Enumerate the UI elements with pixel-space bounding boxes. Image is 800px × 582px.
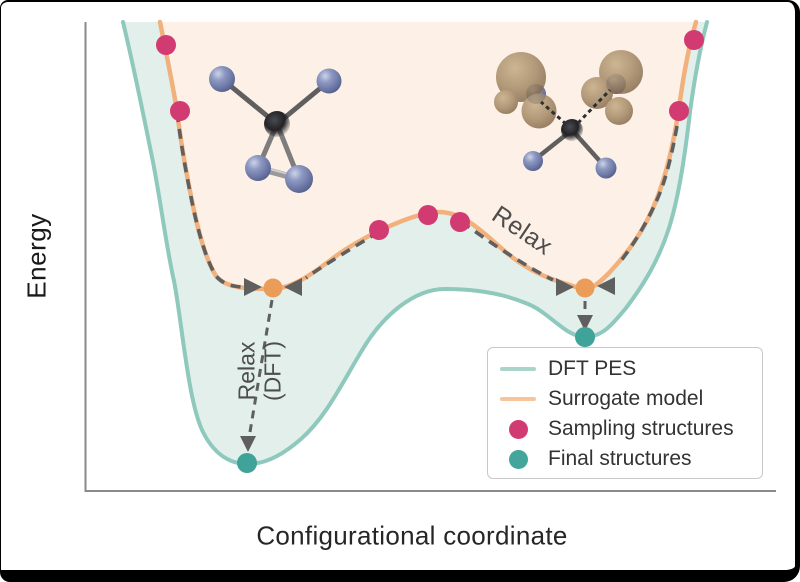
surrogate-fill: [160, 22, 696, 289]
sampling-structure-dot: [418, 205, 438, 225]
molecule-with-orbitals: [494, 50, 643, 179]
surrogate-model-line-swatch: [500, 396, 536, 402]
final-structure-dots: [237, 327, 595, 473]
sampling-structure-dot: [369, 220, 389, 240]
surrogate-minimum-dots: [263, 278, 595, 298]
x-axis-label: Configurational coordinate: [256, 520, 568, 551]
arrowhead-left-min-east: [284, 278, 302, 296]
relax-paths: [175, 111, 679, 433]
y-axis-label: Energy: [21, 213, 52, 299]
legend-item-sampling-structures: Sampling structures: [496, 414, 762, 444]
surrogate-minimum-dot: [263, 278, 283, 298]
arrowhead-left-min-west: [244, 278, 262, 296]
arrowhead-dft-left: [240, 436, 256, 452]
legend-swatch-box: [496, 396, 540, 402]
orbital-lobes: [494, 50, 643, 129]
sampling-structure-dot: [684, 30, 704, 50]
relax-path-hump-right: [460, 220, 554, 282]
atom-blue: [245, 155, 271, 181]
relax-path-left-outer: [175, 111, 242, 289]
dft-pes-curve: [121, 20, 709, 467]
atom-blue: [209, 66, 235, 92]
legend-label: DFT PES: [548, 357, 637, 380]
legend-item-surrogate-model: Surrogate model: [496, 384, 762, 414]
legend-box: DFT PES Surrogate model Sampling structu…: [487, 347, 763, 479]
relax-arrowheads: [240, 277, 615, 452]
legend-label: Surrogate model: [548, 387, 704, 410]
dashed-bond: [540, 100, 567, 126]
relax-path-hump-left: [304, 230, 380, 280]
relax-dft-line1: Relax: [233, 341, 260, 401]
sampling-structure-dot: [170, 101, 190, 121]
sampling-structure-dot: [156, 35, 176, 55]
dashed-bond: [576, 88, 612, 125]
legend-swatch-box: [496, 366, 540, 372]
relax-dft-line2: (DFT): [259, 340, 285, 402]
dft-pes-line-swatch: [500, 366, 536, 372]
sampling-structures-dot-swatch: [508, 419, 528, 439]
final-structures-dot-swatch: [508, 449, 528, 469]
legend-item-dft-pes: DFT PES: [496, 354, 762, 384]
axes: [84, 22, 776, 492]
legend-label: Sampling structures: [548, 417, 734, 440]
legend-swatch-box: [496, 449, 540, 469]
atom-blue: [285, 165, 313, 193]
relax-dft-annotation: Relax (DFT): [233, 331, 286, 411]
legend-item-final-structures: Final structures: [496, 444, 762, 474]
arrowhead-right-min-east: [597, 277, 615, 295]
surrogate-minimum-dot: [575, 278, 595, 298]
relax-path-right-outer: [618, 125, 679, 264]
atom-center-dark: [264, 111, 290, 137]
final-structure-dot: [575, 327, 595, 347]
arrowhead-right-min-west: [556, 278, 574, 296]
sampling-structure-dot: [669, 101, 689, 121]
atom-center-dark: [561, 119, 583, 141]
sampling-structure-dots: [156, 30, 704, 240]
legend-swatch-box: [496, 419, 540, 439]
atom-blue: [523, 151, 543, 171]
legend-label: Final structures: [548, 447, 692, 470]
final-structure-dot: [237, 453, 257, 473]
atom-blue: [595, 157, 617, 179]
sampling-structure-dot: [450, 212, 470, 232]
atom-blue: [316, 68, 342, 94]
molecule-ball-stick: [209, 66, 342, 193]
arrowhead-dft-right: [577, 315, 593, 331]
